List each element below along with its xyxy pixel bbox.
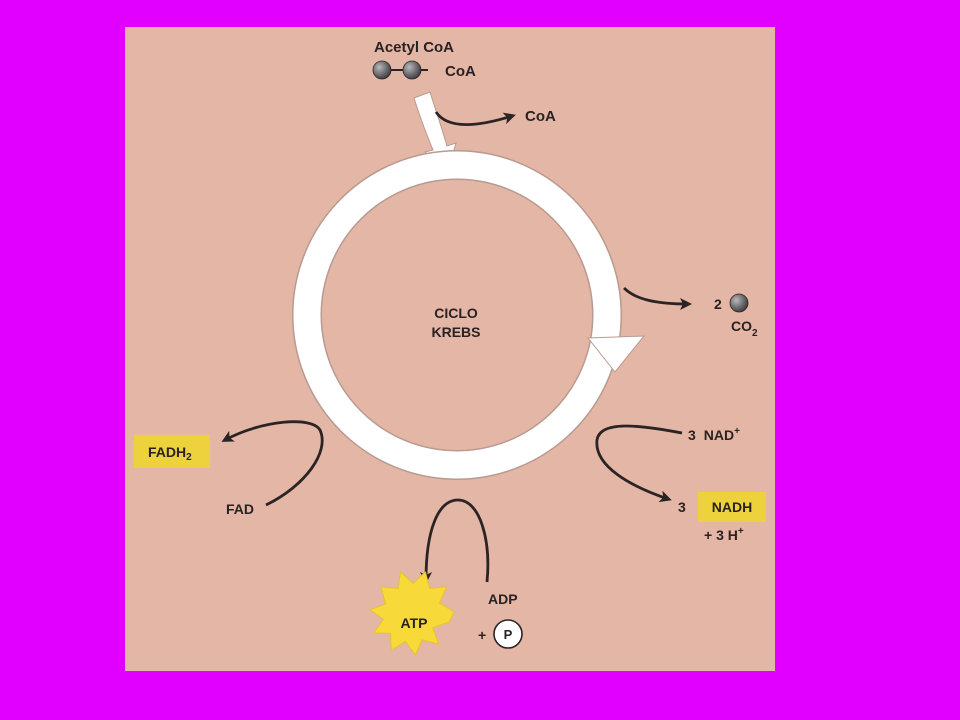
carbon-atom-1 (372, 60, 392, 80)
nad-reduction-arrow (595, 424, 683, 503)
co2-molecule-icon (729, 293, 749, 313)
fadh2-label: FADH2 (148, 444, 192, 463)
acetyl-coa-title: Acetyl CoA (374, 39, 454, 56)
atp-synthesis-arrow (420, 498, 490, 584)
cycle-label-line2: KREBS (431, 324, 480, 340)
fadh2-highlight-box (134, 435, 210, 468)
cycle-ring (293, 151, 621, 479)
coa-released-label: CoA (525, 108, 556, 125)
fad-reduction-arrow (221, 420, 324, 507)
coa-release-arrow (434, 111, 516, 126)
acetyl-coa-coa-label: CoA (445, 63, 476, 80)
plus-sign: + (478, 627, 486, 643)
atp-burst-icon (368, 570, 455, 657)
co2-formula: CO2 (731, 318, 758, 339)
co2-count: 2 (714, 296, 722, 312)
adp-label: ADP (488, 591, 518, 607)
co2-release-arrow (623, 286, 692, 310)
diagram-panel (125, 27, 775, 671)
acetyl-group-molecules (372, 60, 428, 80)
nadh-label: NADH (712, 499, 752, 515)
phosphate-label: P (504, 627, 513, 642)
fad-label: FAD (226, 501, 254, 517)
phosphate-circle-icon (493, 619, 523, 649)
nadh-count: 3 (678, 499, 686, 515)
nadh-protons: + 3 H+ (704, 526, 744, 543)
nadh-highlight-box (698, 492, 766, 522)
cycle-label-line1: CICLO (434, 305, 478, 321)
cycle-arrowhead (586, 335, 646, 373)
atp-label: ATP (401, 615, 428, 631)
carbon-atom-2 (402, 60, 422, 80)
